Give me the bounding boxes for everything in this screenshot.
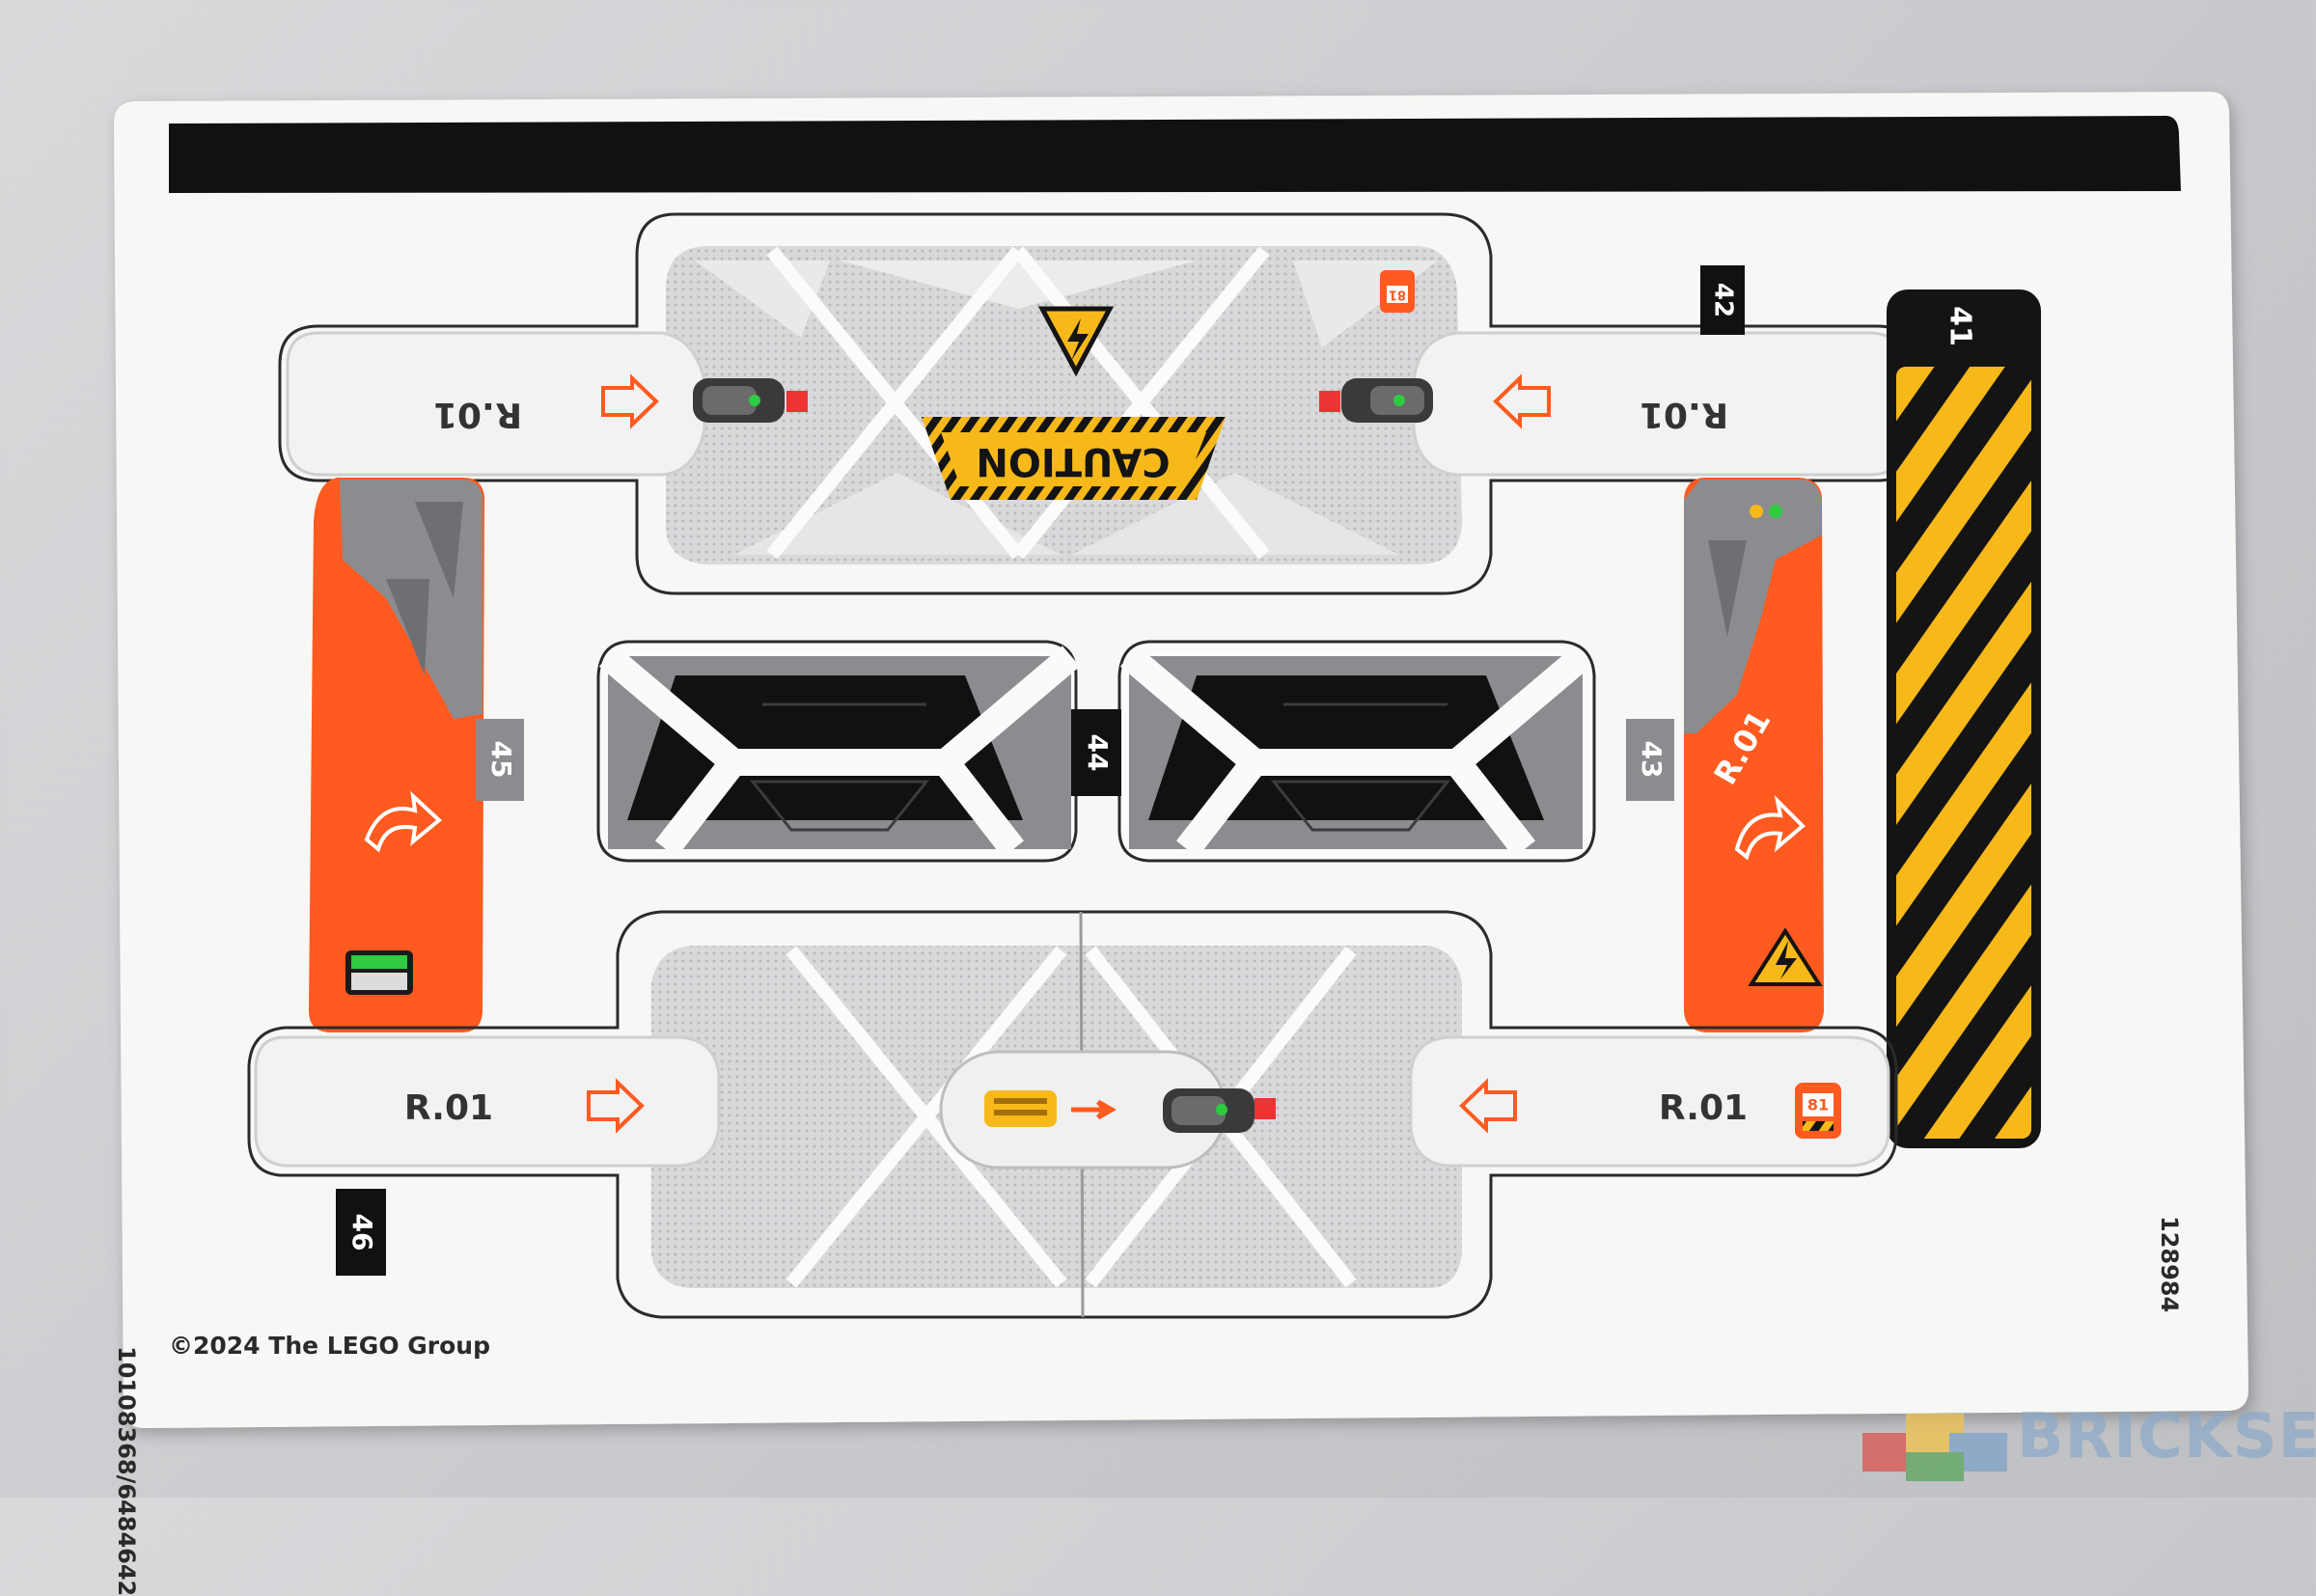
tag-45-label: 45 — [485, 741, 517, 779]
route-label-bottom-left: R.01 — [404, 1088, 493, 1128]
arrow-icon — [601, 373, 659, 429]
sticker-42-left-bar — [286, 331, 706, 477]
route-label-bottom-right: R.01 — [1659, 1088, 1748, 1128]
sticker-44: 44 — [596, 640, 1596, 863]
curved-arrow-icon — [1734, 794, 1806, 861]
curved-arrow-icon — [364, 790, 443, 853]
tag-42: 42 — [1700, 265, 1745, 335]
copyright-text: ©2024 The LEGO Group — [169, 1332, 490, 1360]
connector-bottom — [1163, 1088, 1276, 1133]
tag-43-label: 43 — [1636, 741, 1668, 779]
brickset-logo-icon — [1862, 1414, 2007, 1481]
arrow-icon — [1071, 1099, 1117, 1120]
part-number-text: 10108368/6484642 — [113, 1346, 140, 1596]
badge-bottom: 81 — [1795, 1083, 1841, 1139]
arrow-icon — [1459, 1078, 1517, 1134]
caution-banner: CAUTION — [922, 417, 1226, 500]
route-label-top-left: R.01 — [433, 395, 522, 434]
tag-41-label: 41 — [1944, 306, 1977, 346]
sticker-42: R.01 R.01 CAUTION 81 — [278, 212, 1917, 595]
sticker-sheet-photo: R.01 R.01 CAUTION 81 42 41 — [114, 92, 2248, 1481]
brickset-watermark-text: BRICKSET — [2017, 1401, 2316, 1472]
badge-top-label: 81 — [1389, 288, 1406, 302]
route-label-top-right: R.01 — [1640, 395, 1728, 434]
caution-label: CAUTION — [976, 439, 1170, 483]
arrow-icon — [587, 1078, 645, 1134]
tag-46-label: 46 — [346, 1214, 378, 1252]
connector-top-right — [1319, 378, 1433, 423]
connector-top-left — [693, 378, 808, 423]
sheet-number-text: 128984 — [2156, 1216, 2183, 1313]
sticker-43: R.01 43 — [1626, 478, 1824, 1032]
electric-warning-icon — [1037, 306, 1115, 377]
tag-44-label: 44 — [1082, 734, 1114, 772]
badge-bottom-label: 81 — [1807, 1096, 1829, 1114]
sticker-46-right-bar — [1409, 1035, 1890, 1168]
brickset-watermark: BRICKSET — [1858, 1380, 2316, 1486]
tag-42-label: 42 — [1709, 283, 1738, 317]
electric-warning-icon — [1748, 927, 1823, 986]
status-panel-icon — [345, 950, 413, 995]
sticker-46-left-bar — [254, 1035, 721, 1168]
yellow-status-icon — [984, 1090, 1057, 1127]
top-black-band — [169, 116, 2181, 193]
badge-top: 81 — [1380, 270, 1415, 313]
sticker-41: 41 — [1887, 289, 2041, 1148]
arrow-icon — [1493, 373, 1551, 429]
sticker-45: 45 — [309, 478, 524, 1032]
sticker-46: R.01 R.01 81 46 — [247, 910, 1898, 1319]
